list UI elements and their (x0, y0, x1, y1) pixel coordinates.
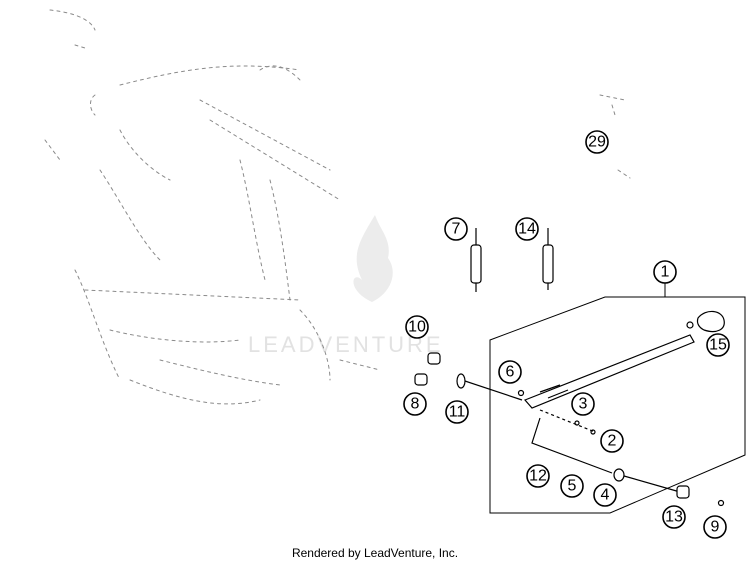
callout-label: 11 (449, 404, 466, 421)
callout-10: 10 (405, 315, 429, 339)
bushing-10 (427, 352, 441, 365)
callout-label: 29 (588, 134, 606, 151)
footer-credit: Rendered by LeadVenture, Inc. (291, 546, 459, 560)
callout-label: 6 (506, 364, 515, 381)
callout-label: 8 (411, 396, 420, 413)
nut-6 (517, 389, 525, 397)
callout-label: 2 (608, 433, 617, 450)
callout-13: 13 (662, 505, 686, 529)
callout-4: 4 (593, 483, 617, 507)
callout-label: 12 (529, 468, 547, 485)
ghost-frame (44, 9, 631, 405)
watermark-flame-icon (353, 215, 393, 302)
callout-5: 5 (560, 474, 584, 498)
callout-8: 8 (403, 392, 427, 416)
callout-3: 3 (571, 392, 595, 416)
callout-label: 15 (709, 337, 727, 354)
callout-label: 10 (408, 319, 426, 336)
callout-2: 2 (600, 429, 624, 453)
callout-15: 15 (706, 333, 730, 357)
callout-label: 1 (661, 264, 670, 281)
callout-label: 9 (711, 519, 720, 536)
parts-art (414, 228, 725, 507)
callouts: 1 2 3 4 5 6 7 8 (403, 130, 730, 539)
watermark: LEADVENTURE (248, 215, 444, 357)
bushing-13 (676, 485, 690, 499)
callout-12: 12 (526, 464, 550, 488)
callout-14: 14 (515, 217, 539, 241)
nut-9 (717, 499, 725, 507)
callout-label: 14 (518, 221, 536, 238)
bushing-8 (414, 373, 428, 386)
spring-hook-12 (531, 417, 613, 474)
stand-foot (686, 310, 725, 333)
callout-29: 29 (585, 130, 609, 154)
watermark-text: LEADVENTURE (248, 332, 444, 357)
callout-label: 7 (452, 221, 461, 238)
callout-label: 4 (601, 487, 610, 504)
callout-label: 3 (579, 396, 588, 413)
callout-label: 5 (568, 478, 577, 495)
spring-7 (470, 228, 482, 292)
washer-4 (613, 468, 625, 482)
callout-6: 6 (498, 360, 522, 384)
bolt-11 (456, 373, 523, 401)
side-stand-leg (523, 334, 695, 409)
callout-7: 7 (444, 217, 468, 241)
spring-14 (542, 228, 554, 290)
callout-9: 9 (703, 515, 727, 539)
callout-1: 1 (653, 260, 677, 284)
callout-11: 11 (445, 400, 469, 424)
callout-label: 13 (665, 509, 683, 526)
